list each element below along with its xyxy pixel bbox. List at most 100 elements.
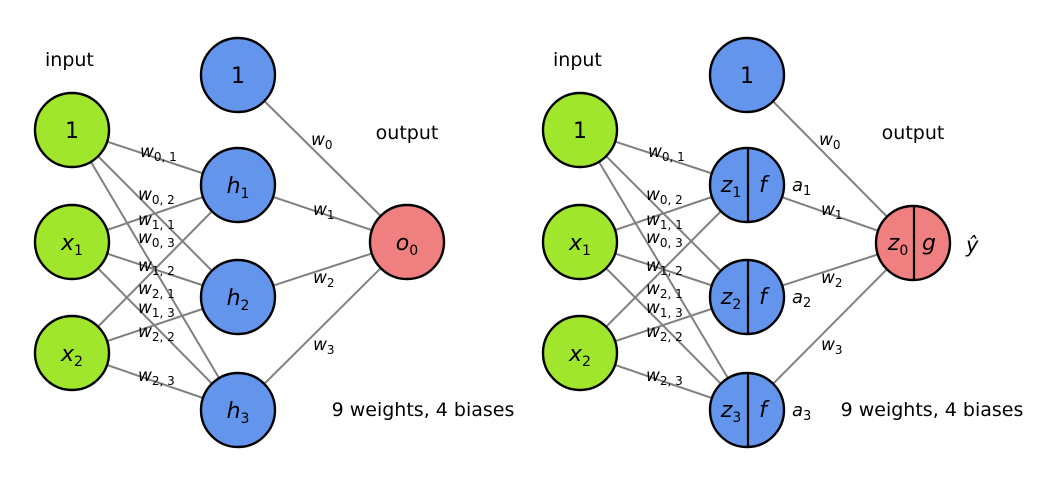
node-label-h2: h2 [227, 286, 250, 314]
node-label-z1: z1 [720, 173, 741, 201]
label-sub: 2, 2 [152, 330, 175, 344]
weight-label-w0: w0 [819, 130, 841, 152]
node-label-x2: x2 [60, 342, 83, 370]
label-base: w [821, 268, 835, 288]
activation-label-a3: a3 [792, 400, 811, 424]
label-sub: 2 [582, 354, 591, 370]
label-sub: 0, 3 [660, 236, 683, 250]
label-sub: 3 [803, 409, 811, 424]
node-label-bias-input: 1 [65, 119, 79, 144]
label-base: w [646, 322, 660, 342]
label-base: w [646, 256, 660, 276]
node-label-o0: o0 [396, 231, 418, 259]
label-sub: 1 [241, 186, 250, 202]
label-base: w [138, 228, 152, 248]
node-label-x2: x2 [568, 342, 591, 370]
node-label-f3: f [759, 398, 770, 423]
label-sub: 0 [409, 243, 418, 259]
weight-label-w3: w3 [821, 335, 843, 357]
weight-label-w1-3: w1, 3 [138, 298, 175, 320]
weight-label-w1-3: w1, 3 [646, 298, 683, 320]
hidden-bias-node [708, 36, 786, 114]
weight-label-w2-1: w2, 1 [646, 279, 683, 301]
label-sub: 1, 1 [152, 218, 175, 232]
output-node-o0 [368, 203, 446, 281]
label-sub: 1, 1 [660, 218, 683, 232]
label-sub: 2, 1 [660, 287, 683, 301]
label-base: w [138, 256, 152, 276]
activation-label-a1: a1 [792, 175, 811, 199]
label-base: w [138, 210, 152, 230]
label-sub: 1 [835, 208, 843, 222]
label-base: w [646, 298, 660, 318]
label-sub: 1, 2 [152, 264, 175, 278]
label-base: x [60, 231, 75, 256]
label-sub: 3 [732, 410, 741, 426]
label-base: w [646, 366, 660, 386]
label-sub: 2 [74, 354, 83, 370]
hidden-node-h1 [199, 146, 277, 224]
label-sub: 0 [899, 243, 908, 259]
node-label-x1: x1 [60, 231, 83, 259]
input-section-label: input [553, 49, 602, 71]
edge-x2-z1 [579, 184, 748, 354]
weight-label-w1-1: w1, 1 [138, 210, 175, 232]
label-base: w [313, 268, 327, 288]
label-base: w [138, 279, 152, 299]
weight-label-w2-2: w2, 2 [646, 322, 683, 344]
label-base: w [646, 279, 660, 299]
label-base: w [821, 200, 835, 220]
weight-label-w0-1: w0, 1 [140, 142, 177, 164]
hidden-node-h2 [199, 258, 277, 336]
label-sub: 3 [835, 343, 843, 357]
node-label-g: g [922, 231, 936, 256]
label-base: x [568, 342, 583, 367]
node-label-bias-input: 1 [573, 119, 587, 144]
label-base: w [313, 200, 327, 220]
weight-label-w0-2: w0, 2 [138, 185, 175, 207]
left-diagram: w0, 1 w0, 2 w1, 1 w0, 3 w1, 2 w2, 1 w1, … [33, 36, 514, 449]
label-base: w [646, 228, 660, 248]
weight-label-w0-3: w0, 3 [138, 228, 175, 250]
weight-label-w1-1: w1, 1 [646, 210, 683, 232]
label-sub: 2 [732, 297, 741, 313]
edge-x2-h1 [71, 184, 239, 354]
caption-weights-biases: 9 weights, 4 biases [841, 399, 1024, 421]
label-base: w [138, 366, 152, 386]
label-base: a [792, 175, 803, 196]
label-sub: 1, 2 [660, 264, 683, 278]
weight-label-w0-3: w0, 3 [646, 228, 683, 250]
label-base: h [227, 399, 241, 424]
weight-label-w0-1: w0, 1 [648, 142, 685, 164]
input-node-x1 [33, 203, 111, 281]
label-base: x [60, 342, 75, 367]
input-section-label: input [45, 49, 94, 71]
weight-label-w2-3: w2, 3 [138, 366, 175, 388]
hidden-node-h3 [199, 371, 277, 449]
label-base: x [568, 231, 583, 256]
label-sub: 1 [327, 208, 335, 222]
label-sub: 0, 2 [660, 193, 683, 207]
label-base: z [720, 285, 733, 310]
label-sub: 1, 3 [152, 306, 175, 320]
label-base: w [138, 298, 152, 318]
edge-h3-o0 [237, 241, 408, 411]
output-section-label: output [882, 122, 945, 144]
weight-label-w2-1: w2, 1 [138, 279, 175, 301]
label-sub: 0, 1 [154, 150, 177, 164]
label-base: h [227, 174, 241, 199]
label-sub: 3 [241, 411, 250, 427]
node-label-z0: z0 [887, 231, 908, 259]
node-label-bias-hidden: 1 [231, 64, 245, 89]
hidden-bias-node [199, 36, 277, 114]
label-sub: 0, 3 [152, 236, 175, 250]
node-label-f2: f [759, 285, 770, 310]
label-base: a [792, 287, 803, 308]
input-node-x2 [33, 314, 111, 392]
label-base: a [792, 400, 803, 421]
label-sub: 1 [582, 243, 591, 259]
label-sub: 2, 3 [152, 374, 175, 388]
label-base: z [887, 231, 900, 256]
output-section-label: output [376, 122, 439, 144]
